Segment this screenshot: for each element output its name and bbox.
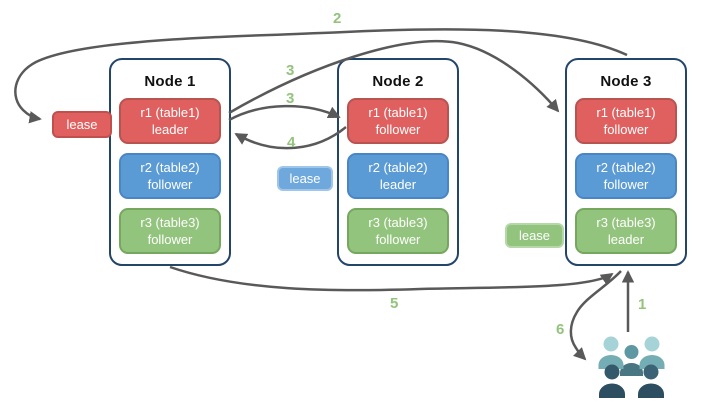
node-1-replica-r1: r1 (table1) leader [119, 98, 221, 144]
node-2-replica-r1: r1 (table1) follower [347, 98, 449, 144]
lease-badge-r1: lease [52, 111, 112, 138]
replica-name: r2 (table2) [368, 160, 428, 175]
arrow-step-3-to-node2 [228, 104, 341, 122]
replica-name: r3 (table3) [140, 215, 200, 230]
lease-badge-r2: lease [277, 166, 333, 191]
step-label-5: 5 [390, 295, 399, 312]
step-label-1: 1 [638, 296, 647, 313]
node-1-replica-r2: r2 (table2) follower [119, 153, 221, 199]
replica-name: r2 (table2) [596, 160, 656, 175]
replica-name: r1 (table1) [368, 105, 428, 120]
node-3-replica-r1: r1 (table1) follower [575, 98, 677, 144]
person-top-left-icon [598, 336, 624, 369]
node-2-replica-r3: r3 (table3) follower [347, 208, 449, 254]
replica-role: follower [375, 232, 421, 247]
person-bottom-right-icon [638, 364, 664, 398]
node-2-replica-r2: r2 (table2) leader [347, 153, 449, 199]
node-1-title: Node 1 [144, 73, 196, 90]
step-label-3a: 3 [286, 62, 295, 79]
replica-name: r1 (table1) [596, 105, 656, 120]
node-1-replica-r3: r3 (table3) follower [119, 208, 221, 254]
step-label-2: 2 [333, 10, 342, 27]
replica-name: r2 (table2) [140, 160, 200, 175]
person-top-right-icon [639, 336, 665, 369]
node-2: Node 2 r1 (table1) follower r2 (table2) … [337, 58, 459, 266]
people-group-icon [598, 336, 665, 398]
step-label-6: 6 [556, 321, 565, 338]
replica-role: leader [607, 232, 645, 247]
lease-badge-r3: lease [505, 223, 564, 248]
replica-name: r3 (table3) [596, 215, 656, 230]
replica-name: r3 (table3) [368, 215, 428, 230]
replica-role: leader [379, 177, 417, 192]
arrow-step-5 [169, 265, 614, 292]
node-3-title: Node 3 [600, 73, 652, 90]
replica-role: leader [151, 122, 189, 137]
person-bottom-left-icon [599, 364, 625, 398]
node-3-replica-r3: r3 (table3) leader [575, 208, 677, 254]
person-middle-icon [620, 345, 643, 376]
node-2-title: Node 2 [372, 73, 424, 90]
step-label-4: 4 [287, 134, 296, 151]
node-1: Node 1 r1 (table1) leader r2 (table2) fo… [109, 58, 231, 266]
replica-name: r1 (table1) [140, 105, 200, 120]
step-label-3b: 3 [286, 90, 295, 107]
replica-role: follower [375, 122, 421, 137]
replica-role: follower [603, 177, 649, 192]
node-3-replica-r2: r2 (table2) follower [575, 153, 677, 199]
replica-role: follower [603, 122, 649, 137]
arrow-step-2 [14, 28, 628, 124]
node-3: Node 3 r1 (table1) follower r2 (table2) … [565, 58, 687, 266]
replica-role: follower [147, 232, 193, 247]
replica-role: follower [147, 177, 193, 192]
